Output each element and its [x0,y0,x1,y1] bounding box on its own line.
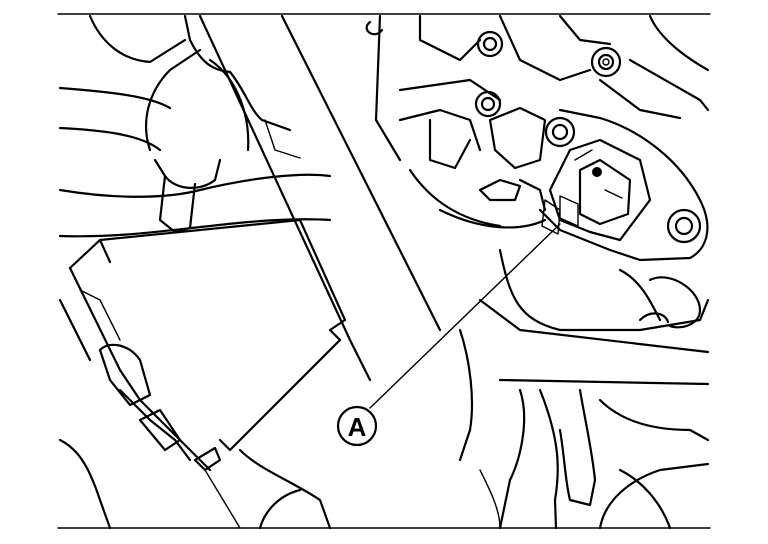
leader-line [369,223,561,409]
bolt-2 [590,46,622,78]
upper-mechanism [365,14,710,229]
frame [57,13,711,529]
bolt-3 [474,90,502,118]
callout-circle [336,405,378,447]
lower-right-bracket [458,248,710,530]
bolt-5 [666,208,702,244]
left-component-box [58,218,347,530]
bolt-1 [476,30,504,58]
sensor-connector [538,108,709,262]
diagonal-rod [198,14,442,382]
callout-a: A [336,223,561,447]
bolts [474,30,702,244]
bolt-4 [544,116,576,148]
upper-left-hose [58,14,332,238]
callout-label: A [348,412,367,442]
